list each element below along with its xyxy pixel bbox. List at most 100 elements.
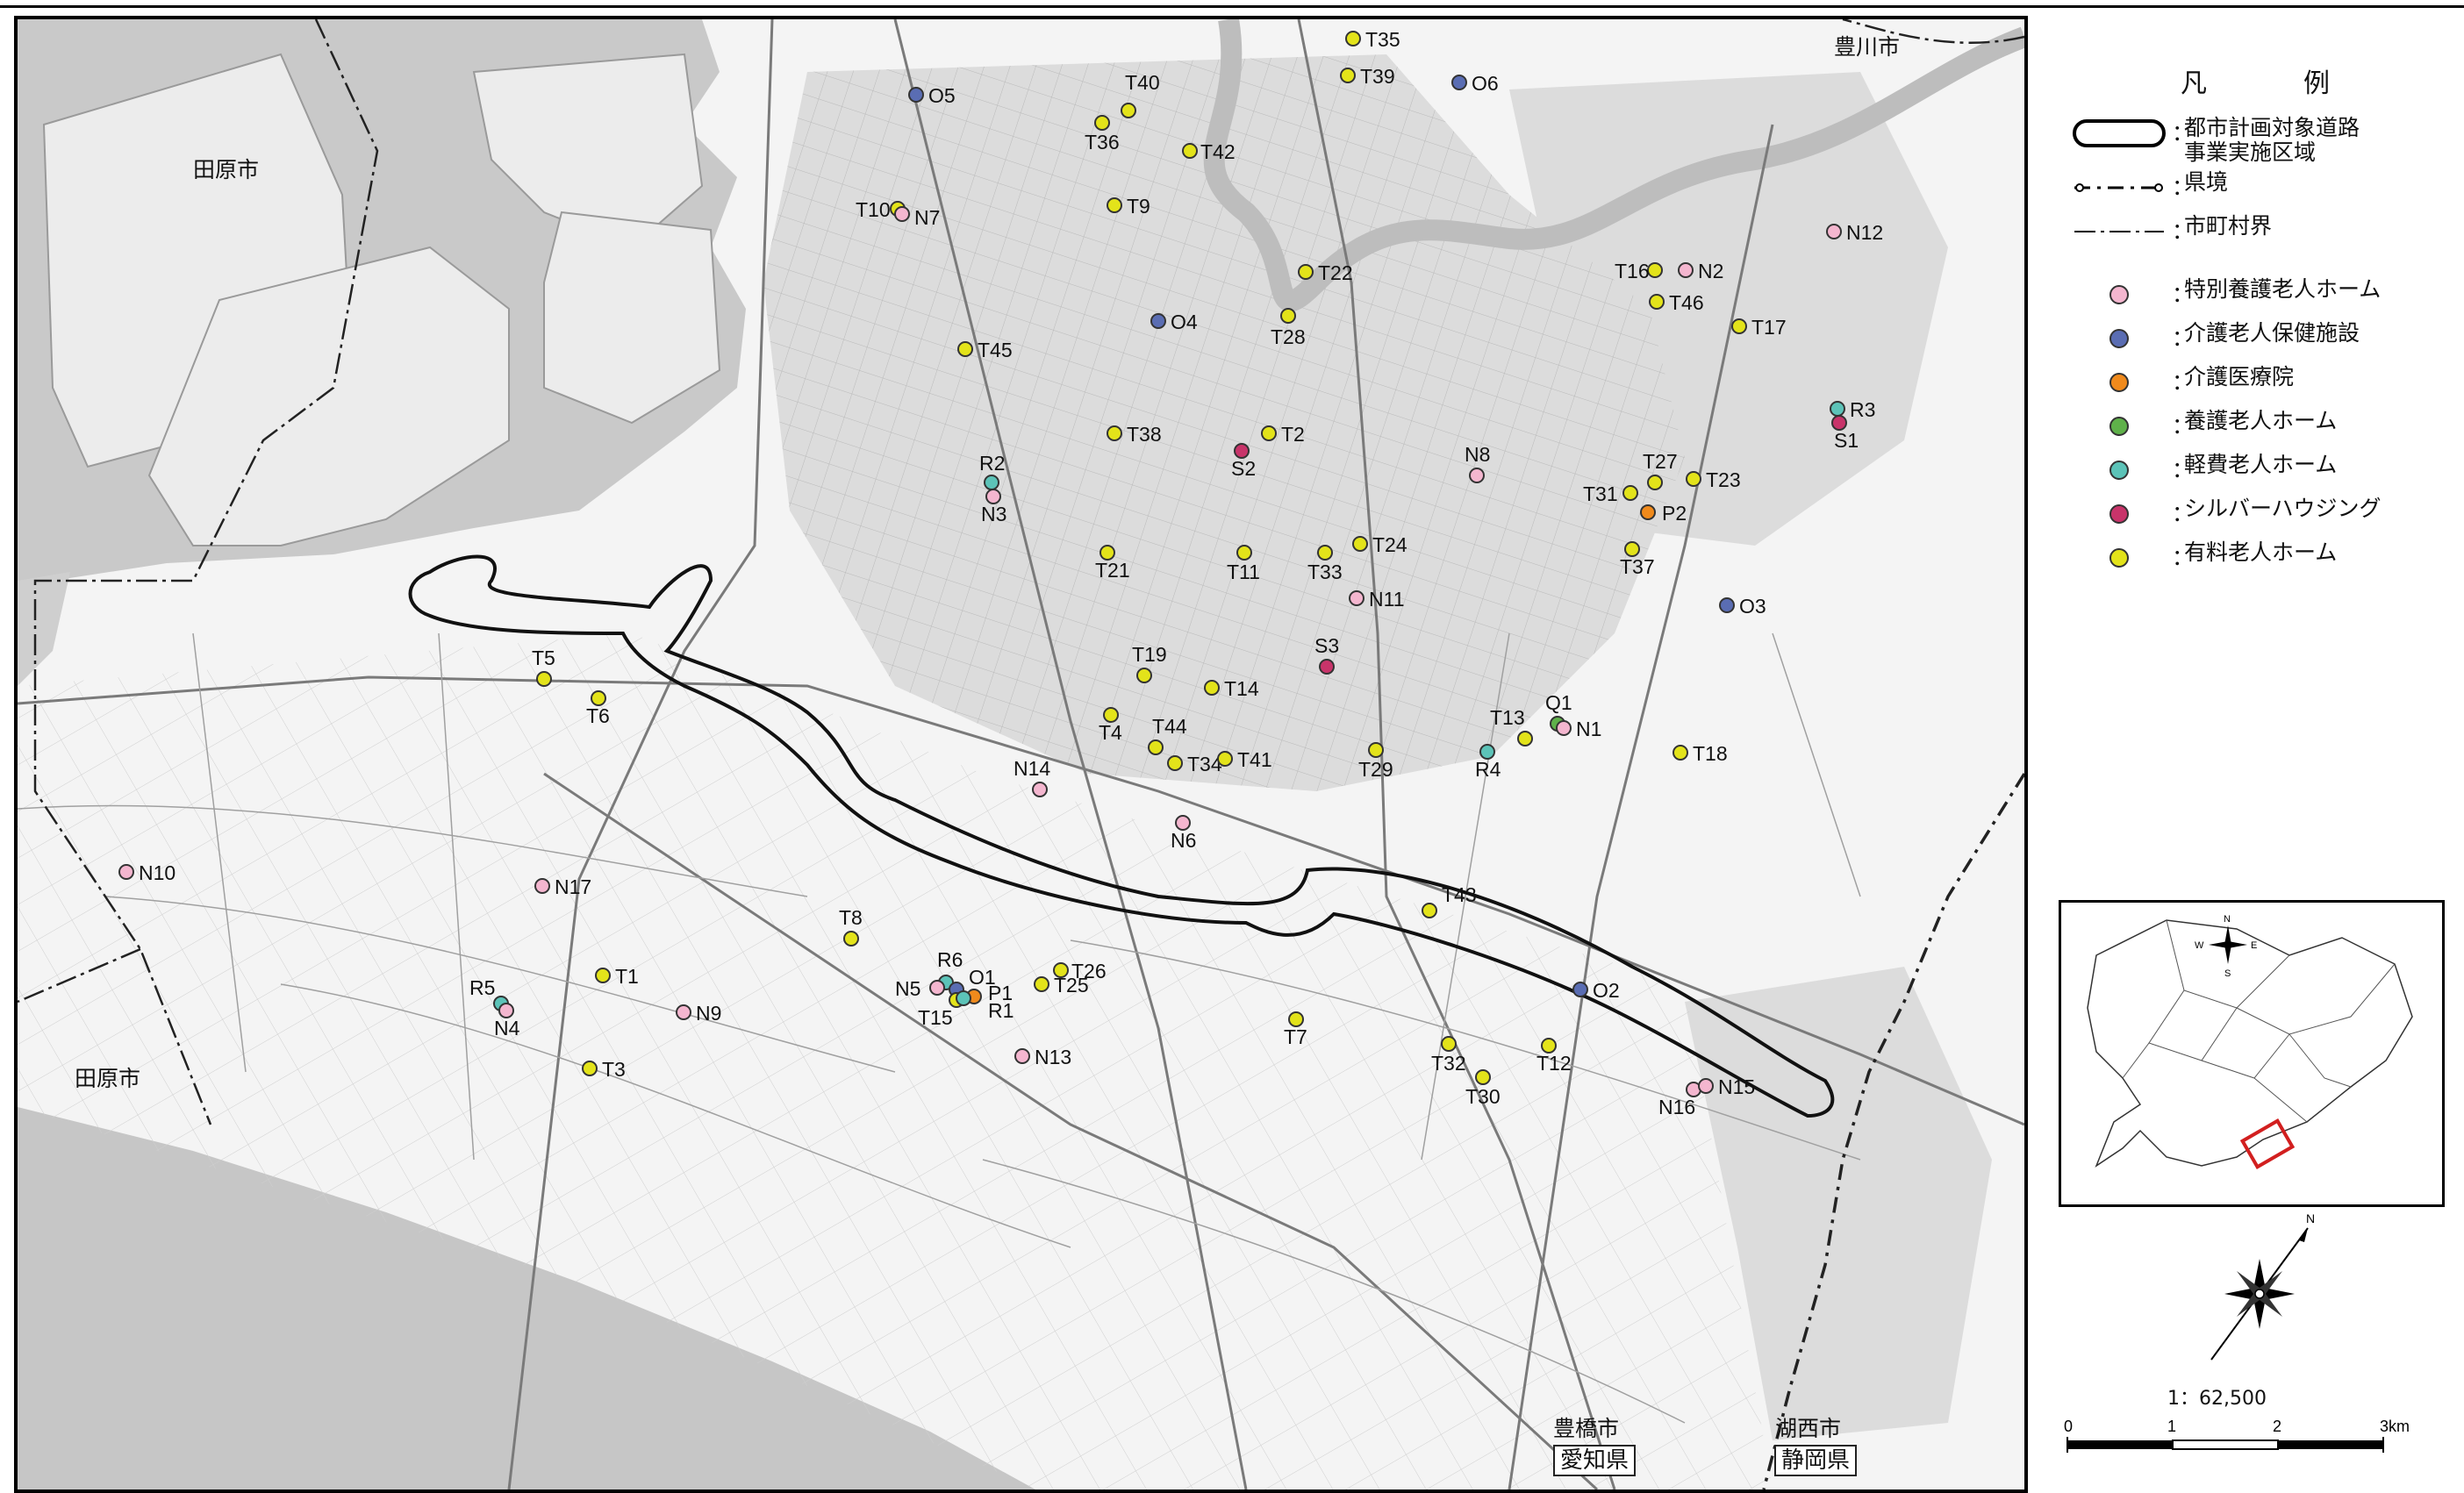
special-marker-icon[interactable]	[894, 206, 910, 222]
facility-marker-t5[interactable]: T5	[532, 646, 555, 687]
facility-marker-t33[interactable]: T33	[1307, 545, 1343, 583]
facility-marker-r5[interactable]: R5	[469, 976, 509, 1011]
medical-marker-icon[interactable]	[1640, 504, 1656, 520]
special-marker-icon[interactable]	[1469, 468, 1485, 483]
paid-marker-icon[interactable]	[1686, 471, 1701, 487]
paid-marker-icon[interactable]	[1217, 751, 1233, 767]
facility-marker-r1[interactable]: R1	[956, 990, 1014, 1022]
facility-marker-t25[interactable]: T25	[1034, 974, 1089, 997]
facility-marker-n11[interactable]: N11	[1349, 588, 1405, 611]
special-marker-icon[interactable]	[1032, 782, 1048, 797]
paid-marker-icon[interactable]	[957, 341, 973, 357]
facility-marker-t21[interactable]: T21	[1095, 545, 1130, 582]
facility-marker-t40[interactable]: T40	[1121, 71, 1160, 118]
light-marker-icon[interactable]	[1479, 744, 1495, 760]
paid-marker-icon[interactable]	[595, 968, 611, 983]
locator-inset-map[interactable]: N S E W	[2059, 900, 2445, 1207]
paid-marker-icon[interactable]	[1624, 541, 1640, 557]
paid-marker-icon[interactable]	[1288, 1011, 1304, 1027]
facility-marker-t18[interactable]: T18	[1673, 742, 1728, 765]
paid-marker-icon[interactable]	[1441, 1036, 1457, 1052]
special-marker-icon[interactable]	[676, 1004, 691, 1020]
paid-marker-icon[interactable]	[591, 690, 606, 706]
facility-marker-t46[interactable]: T46	[1649, 291, 1704, 314]
paid-marker-icon[interactable]	[1107, 425, 1122, 441]
facility-marker-t15[interactable]: T15	[918, 992, 964, 1029]
special-marker-icon[interactable]	[118, 864, 134, 880]
paid-marker-icon[interactable]	[1298, 264, 1314, 280]
special-marker-icon[interactable]	[985, 489, 1001, 504]
special-marker-icon[interactable]	[1349, 590, 1365, 606]
paid-marker-icon[interactable]	[1182, 143, 1198, 159]
facility-marker-t7[interactable]: T7	[1284, 1011, 1307, 1048]
facility-marker-t3[interactable]: T3	[582, 1058, 626, 1081]
facility-marker-t45[interactable]: T45	[957, 339, 1013, 361]
facility-marker-t28[interactable]: T28	[1271, 308, 1306, 348]
paid-marker-icon[interactable]	[1673, 745, 1688, 761]
paid-marker-icon[interactable]	[582, 1061, 598, 1076]
facility-marker-t44[interactable]: T44	[1148, 715, 1187, 755]
facility-marker-n12[interactable]: N12	[1826, 221, 1883, 244]
health-marker-icon[interactable]	[1719, 597, 1735, 613]
facility-marker-n14[interactable]: N14	[1014, 757, 1050, 797]
special-marker-icon[interactable]	[1175, 815, 1191, 831]
facility-marker-t11[interactable]: T11	[1227, 545, 1260, 583]
special-marker-icon[interactable]	[498, 1003, 514, 1018]
health-marker-icon[interactable]	[1451, 75, 1467, 90]
facility-marker-n4[interactable]: N4	[494, 1003, 520, 1039]
facility-marker-n1[interactable]: N1	[1556, 718, 1601, 740]
facility-marker-o4[interactable]: O4	[1150, 311, 1198, 333]
facility-marker-t43[interactable]: T43	[1422, 883, 1477, 918]
facility-marker-t42[interactable]: T42	[1182, 140, 1236, 163]
facility-marker-t41[interactable]: T41	[1217, 748, 1272, 771]
facility-marker-t24[interactable]: T24	[1352, 533, 1407, 556]
paid-marker-icon[interactable]	[1053, 962, 1069, 978]
facility-marker-t29[interactable]: T29	[1358, 742, 1393, 781]
paid-marker-icon[interactable]	[1261, 425, 1277, 441]
facility-marker-t32[interactable]: T32	[1431, 1036, 1466, 1075]
facility-marker-t6[interactable]: T6	[586, 690, 610, 727]
paid-marker-icon[interactable]	[536, 671, 552, 687]
paid-marker-icon[interactable]	[1647, 262, 1663, 278]
health-marker-icon[interactable]	[908, 87, 924, 103]
paid-marker-icon[interactable]	[1204, 680, 1220, 696]
facility-marker-t36[interactable]: T36	[1085, 115, 1120, 154]
light-marker-icon[interactable]	[984, 475, 999, 490]
special-marker-icon[interactable]	[1556, 720, 1572, 736]
facility-marker-n17[interactable]: N17	[534, 875, 591, 898]
paid-marker-icon[interactable]	[1649, 294, 1665, 310]
facility-marker-t35[interactable]: T35	[1345, 28, 1400, 51]
facility-marker-t1[interactable]: T1	[595, 965, 639, 988]
paid-marker-icon[interactable]	[1340, 68, 1356, 83]
facility-marker-n10[interactable]: N10	[118, 861, 175, 884]
paid-marker-icon[interactable]	[1094, 115, 1110, 131]
paid-marker-icon[interactable]	[1352, 536, 1368, 552]
facility-marker-t2[interactable]: T2	[1261, 423, 1305, 446]
facility-marker-t4[interactable]: T4	[1099, 707, 1122, 744]
facility-marker-n15[interactable]: N15	[1698, 1075, 1755, 1098]
paid-marker-icon[interactable]	[1317, 545, 1333, 561]
paid-marker-icon[interactable]	[1103, 707, 1119, 723]
facility-marker-t8[interactable]: T8	[839, 906, 863, 947]
facility-marker-n6[interactable]: N6	[1171, 815, 1196, 852]
paid-marker-icon[interactable]	[1236, 545, 1252, 561]
paid-marker-icon[interactable]	[1099, 545, 1115, 561]
special-marker-icon[interactable]	[1826, 224, 1842, 239]
facility-marker-t27[interactable]: T27	[1643, 450, 1678, 490]
facility-marker-t22[interactable]: T22	[1298, 261, 1353, 284]
facility-marker-n7[interactable]: N7	[894, 206, 940, 229]
facility-marker-t14[interactable]: T14	[1204, 677, 1259, 700]
paid-marker-icon[interactable]	[1107, 197, 1122, 213]
facility-marker-o3[interactable]: O3	[1719, 595, 1766, 618]
facility-marker-r4[interactable]: R4	[1475, 744, 1501, 781]
facility-marker-t31[interactable]: T31	[1583, 482, 1638, 505]
silver-marker-icon[interactable]	[1831, 415, 1847, 431]
facility-marker-t37[interactable]: T37	[1620, 541, 1655, 578]
facility-marker-t23[interactable]: T23	[1686, 468, 1741, 491]
facility-marker-n9[interactable]: N9	[676, 1002, 721, 1025]
paid-marker-icon[interactable]	[1034, 976, 1049, 992]
special-marker-icon[interactable]	[1698, 1078, 1714, 1094]
facility-marker-o5[interactable]: O5	[908, 84, 956, 107]
silver-marker-icon[interactable]	[1234, 443, 1250, 459]
